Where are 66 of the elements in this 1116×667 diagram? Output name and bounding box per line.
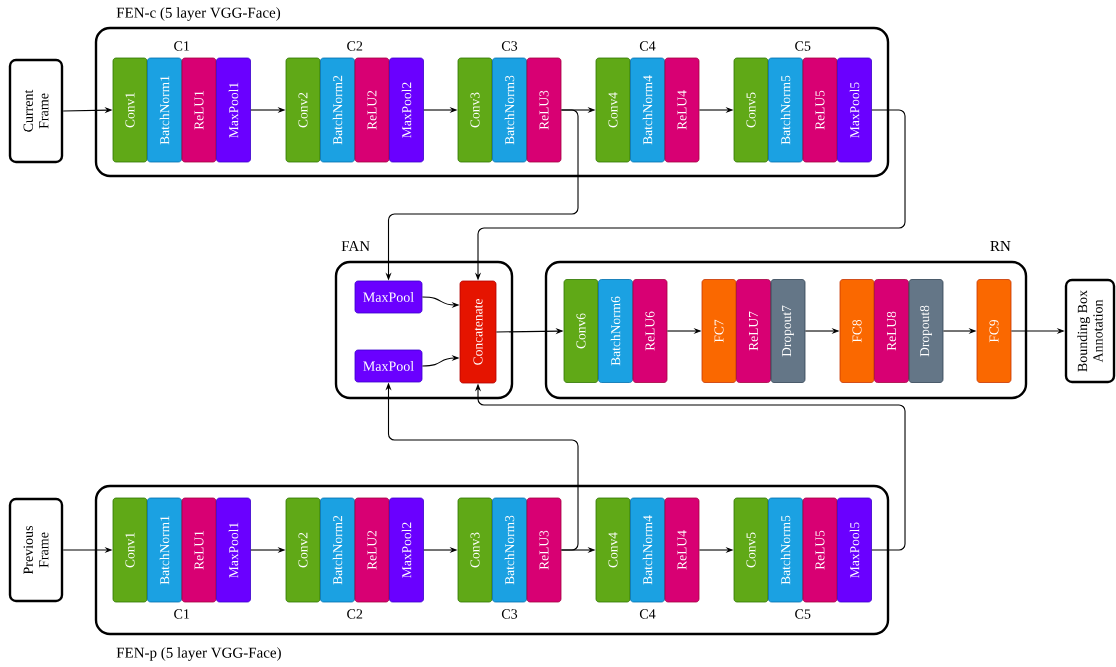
layer-box: BatchNorm6	[598, 279, 633, 383]
layer-box: BatchNorm5	[768, 497, 803, 603]
layer-box: BatchNorm4	[630, 497, 665, 603]
layer-box: MaxPool2	[389, 57, 424, 163]
layer-box: ReLU7	[736, 279, 771, 383]
layer-box: Conv4	[595, 57, 631, 163]
group-label: C2	[347, 609, 363, 619]
layer-box: ReLU3	[526, 57, 562, 163]
pooling-box: MaxPool	[354, 349, 423, 383]
group-label: C3	[501, 609, 518, 619]
layer-box: MaxPool1	[216, 497, 251, 603]
layer-box: FC9	[976, 279, 1012, 383]
layer-box: Conv2	[285, 57, 321, 163]
layer-box: ReLU3	[526, 497, 562, 603]
group-label: C5	[795, 609, 811, 619]
network-title: FEN-p (5 layer VGG-Face)	[116, 647, 281, 661]
layer-box: ReLU2	[354, 497, 390, 603]
group-label: C5	[795, 41, 811, 51]
layer-box: MaxPool5	[837, 57, 872, 163]
layer-box: Conv2	[285, 497, 321, 603]
network-title: RN	[990, 241, 1011, 251]
layer-box: BatchNorm1	[147, 497, 182, 603]
layer-box: Conv3	[457, 57, 493, 163]
network-title: FEN-c (5 layer VGG-Face)	[116, 7, 281, 21]
layer-box: ReLU5	[802, 57, 838, 163]
frame-box: Bounding Box Annotation	[1064, 278, 1116, 384]
layer-box: MaxPool1	[216, 57, 251, 163]
group-label: C4	[639, 609, 656, 619]
layer-box: FC7	[701, 279, 737, 383]
group-label: C1	[174, 41, 190, 51]
layer-box: ReLU6	[632, 279, 668, 383]
layer-box: Conv5	[733, 497, 769, 603]
layer-box: ReLU4	[664, 57, 700, 163]
pooling-box: MaxPool	[354, 280, 423, 314]
layer-box: ReLU8	[874, 279, 909, 383]
group-label: C2	[347, 41, 363, 51]
layer-box: ReLU5	[802, 497, 838, 603]
layer-box: Conv6	[563, 279, 599, 383]
layer-box: BatchNorm3	[492, 497, 527, 603]
group-label: C4	[639, 41, 656, 51]
layer-box: ReLU1	[181, 497, 217, 603]
layer-box: Dropout7	[770, 279, 806, 383]
layer-box: MaxPool5	[837, 497, 872, 603]
layer-box: Dropout8	[908, 279, 944, 383]
layer-box: BatchNorm1	[147, 57, 182, 163]
layer-box: Conv1	[112, 497, 148, 603]
layer-box: BatchNorm4	[630, 57, 665, 163]
layer-box: Conv4	[595, 497, 631, 603]
group-label: C1	[174, 609, 190, 619]
layer-box: BatchNorm2	[320, 497, 355, 603]
frame-box: Current Frame	[8, 58, 64, 164]
layer-box: ReLU2	[354, 57, 390, 163]
layer-box: BatchNorm2	[320, 57, 355, 163]
layer-box: ReLU1	[181, 57, 217, 163]
concatenate-box: Concatenate	[459, 280, 497, 384]
layer-box: MaxPool2	[389, 497, 424, 603]
frame-box: Previous Frame	[8, 497, 64, 603]
layer-box: BatchNorm3	[492, 57, 527, 163]
layer-box: BatchNorm5	[768, 57, 803, 163]
layer-box: FC8	[839, 279, 875, 383]
network-title: FAN	[341, 241, 370, 251]
layer-box: Conv5	[733, 57, 769, 163]
layer-box: Conv3	[457, 497, 493, 603]
layer-box: ReLU4	[664, 497, 700, 603]
layer-box: Conv1	[112, 57, 148, 163]
group-label: C3	[501, 41, 518, 51]
